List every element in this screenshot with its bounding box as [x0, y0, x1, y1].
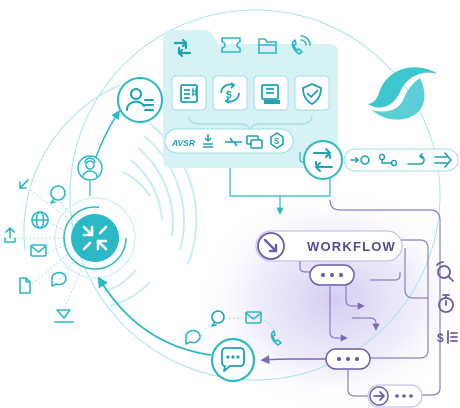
badge-s-icon: S	[270, 132, 284, 149]
grid-card-money[interactable]: $	[212, 75, 248, 111]
shield-check-icon	[302, 83, 322, 105]
layers-icon	[246, 135, 263, 149]
double-arrow-icon	[434, 152, 452, 168]
bottom-channel-icons	[185, 310, 282, 346]
whatsapp-icon	[50, 185, 66, 204]
top-tab-icons	[173, 35, 311, 58]
money-list-icon: $	[437, 330, 458, 345]
whatsapp-small-icon	[211, 310, 225, 327]
user-button[interactable]	[117, 77, 163, 123]
inner-orbit	[23, 84, 121, 251]
arrow-target-icon	[350, 155, 370, 165]
email-small-icon	[245, 311, 262, 324]
chat-dots-icon	[221, 347, 245, 372]
svg-text:$: $	[437, 331, 444, 345]
bottom-action-pill[interactable]	[367, 384, 423, 408]
workflow-node[interactable]: WORKFLOW	[255, 230, 403, 262]
search-icon	[436, 261, 454, 282]
right-loop-lines	[329, 199, 441, 396]
avsr-icon: AVSR	[171, 138, 196, 148]
arrow-down-right-icon	[263, 238, 278, 253]
file-icon	[19, 277, 31, 294]
routing-arrows-icon	[313, 148, 333, 172]
svg-text:AVSR: AVSR	[171, 138, 196, 148]
right-tools: $	[436, 261, 458, 345]
grid-card-document[interactable]	[171, 75, 207, 111]
grid-card-shield[interactable]	[294, 75, 330, 111]
folder-icon	[258, 38, 277, 54]
svg-text:$: $	[226, 90, 232, 101]
flash-icon	[225, 137, 242, 147]
money-refresh-icon: $	[220, 82, 240, 104]
flow-action-strip	[343, 148, 459, 172]
feature-grid: $	[171, 75, 330, 111]
panel-to-workflow-connector	[229, 168, 331, 212]
arrows-converge-icon	[82, 225, 108, 251]
upload-icon	[4, 227, 16, 243]
priority-icon	[203, 134, 213, 148]
workflow-label: WORKFLOW	[307, 239, 396, 254]
phone-ring-icon	[291, 35, 311, 55]
mid-dots-pill[interactable]	[325, 348, 371, 370]
svg-text:S: S	[274, 137, 280, 146]
chat-bubble-small-icon	[185, 329, 201, 345]
report-icon	[261, 84, 280, 104]
mid-to-action-line	[347, 369, 368, 397]
channel-arc	[199, 317, 275, 341]
nodes-icon	[378, 153, 398, 167]
user-list-icon	[126, 88, 154, 111]
globe-icon	[31, 211, 49, 229]
ticket-icon	[221, 37, 241, 53]
workflow-tree	[299, 261, 401, 342]
agent-avatar[interactable]	[77, 155, 103, 181]
chat-node[interactable]	[210, 337, 256, 383]
agent-to-user-arrow	[95, 109, 120, 158]
left-spokes	[17, 189, 83, 309]
central-hub[interactable]	[54, 197, 136, 279]
email-icon	[30, 244, 47, 257]
screen-share-icon	[54, 309, 74, 323]
brand-logo-mark	[368, 67, 438, 120]
routing-button[interactable]	[303, 140, 343, 180]
workflow-return-line	[260, 355, 326, 365]
chat-bubble-icon	[51, 271, 67, 287]
arrow-right-circle-icon	[373, 391, 385, 401]
loop-arrow-icon	[407, 153, 425, 165]
chat-to-hub-arc	[97, 276, 212, 356]
sync-icon	[173, 38, 192, 58]
phone-small-icon	[270, 330, 282, 346]
document-hash-icon	[180, 84, 198, 103]
incoming-call-icon	[19, 179, 29, 189]
bottom-feature-row: AVSR S	[164, 128, 294, 154]
timer-icon	[438, 294, 454, 313]
agent-headset-icon	[82, 157, 98, 178]
grid-card-report[interactable]	[253, 75, 289, 111]
outer-orbit	[69, 9, 441, 381]
left-channel-icons	[4, 179, 74, 323]
